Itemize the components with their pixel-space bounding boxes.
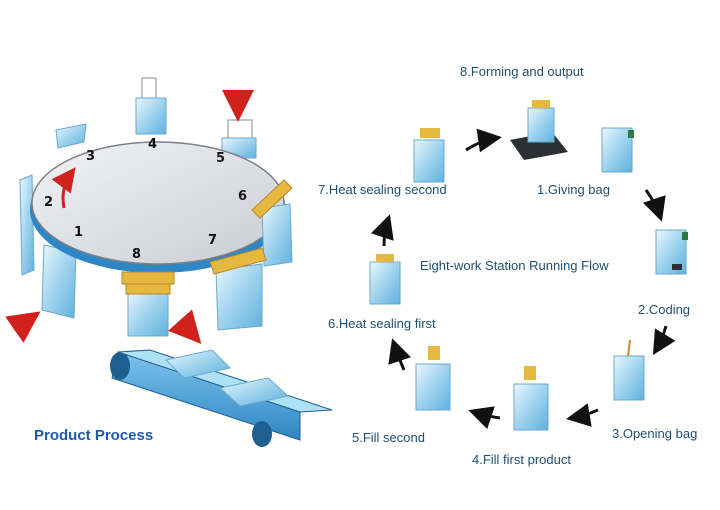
- bag-icon: [55, 123, 87, 149]
- heat-sealer-clamp: [125, 283, 171, 295]
- center-label: Eight-work Station Running Flow: [420, 258, 609, 273]
- station-number: 1: [74, 225, 83, 240]
- step-label-8: 8.Forming and output: [460, 64, 584, 79]
- heat-sealer-clamp: [251, 179, 293, 219]
- step-label-5: 5.Fill second: [352, 430, 425, 445]
- bag-icon: [527, 107, 555, 143]
- heat-sealer-clamp: [209, 247, 267, 275]
- bag-icon: [413, 139, 445, 183]
- station-number: 8: [132, 247, 141, 262]
- bag-icon: [261, 203, 293, 267]
- feed-arrow-icon: [168, 309, 202, 344]
- suction-arm-icon: [627, 339, 631, 357]
- flow-arrow-icon: [652, 325, 676, 356]
- product-process-title: Product Process: [34, 427, 153, 444]
- station-number: 5: [216, 151, 225, 166]
- station-number: 6: [238, 189, 247, 204]
- heat-sealer-clamp: [420, 128, 440, 138]
- bag-icon: [513, 383, 549, 431]
- heat-sealer-clamp: [532, 100, 550, 108]
- bag-clip: [628, 130, 634, 138]
- step-label-1: 1.Giving bag: [537, 182, 610, 197]
- station-number: 2: [44, 195, 53, 210]
- step-label-7: 7.Heat sealing second: [318, 182, 447, 197]
- bag-icon: [215, 263, 263, 331]
- hopper-icon: [428, 346, 440, 360]
- bag-icon: [135, 97, 167, 135]
- flow-arrow-icon: [566, 403, 599, 427]
- station-number: 4: [148, 137, 157, 152]
- output-conveyor: [110, 349, 333, 447]
- bag-icon: [164, 349, 232, 379]
- step-label-4: 4.Fill first product: [472, 452, 571, 467]
- rotary-machine: 1 2 3 4 5 6 7 8: [5, 77, 293, 344]
- code-mark: [672, 264, 682, 270]
- conveyor-roller: [252, 421, 272, 447]
- conveyor-roller: [110, 352, 130, 380]
- flow-arrow-icon: [465, 128, 502, 153]
- bag-icon: [127, 289, 169, 337]
- bag-icon: [218, 377, 290, 407]
- bag-icon: [613, 355, 645, 401]
- step-label-6: 6.Heat sealing first: [328, 316, 436, 331]
- rotation-arrow-icon: [51, 167, 76, 209]
- flow-arrow-icon: [370, 214, 394, 247]
- station-number: 3: [86, 149, 95, 164]
- step-label-2: 2.Coding: [638, 302, 690, 317]
- bag-clip: [682, 232, 688, 240]
- station-flow: Eight-work Station Running Flow 1.Giving…: [318, 64, 697, 467]
- feed-arrow-icon: [5, 311, 41, 343]
- station-number: 7: [208, 233, 217, 248]
- flow-arrow-icon: [468, 406, 501, 430]
- bag-icon: [19, 174, 35, 276]
- filler-nozzle-icon: [141, 77, 157, 101]
- bag-icon: [415, 363, 451, 411]
- bag-icon: [369, 261, 401, 305]
- heat-sealer-clamp: [121, 271, 175, 285]
- bag-icon: [601, 127, 633, 173]
- flow-arrow-icon: [642, 189, 666, 222]
- turntable-disc: [31, 141, 285, 265]
- hopper-icon: [524, 366, 536, 380]
- heat-sealer-clamp: [376, 254, 394, 262]
- forming-output-icon: [510, 100, 568, 160]
- step-label-3: 3.Opening bag: [612, 426, 697, 441]
- flow-arrow-icon: [388, 338, 412, 371]
